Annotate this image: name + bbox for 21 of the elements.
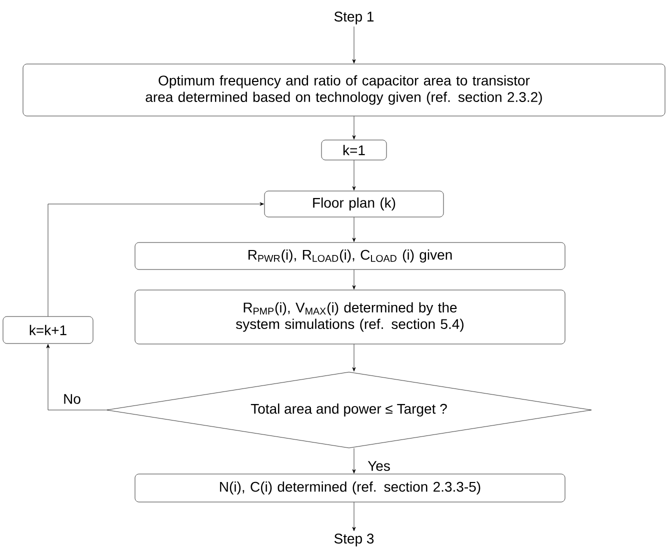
edge-label: Yes [366,460,392,472]
arrow [352,270,356,290]
step-label: Step 1 [334,12,374,24]
process-box: N(i), C(i) determined (ref. section 2.3.3-5) [134,474,566,502]
process-box: R$_{PWR}$(i), R$_{LOAD}$(i), C$_{LOAD}$ (i) given [134,242,566,270]
arrow [352,448,356,474]
process-box: Optimum frequency and ratio of capacitor area to transistor area determined based on technology given (ref. section 2.3.2) [22,64,666,116]
arrow [352,26,356,64]
process-box: k=k+1 [2,316,94,344]
arrow [46,344,106,410]
process-box: Floor plan (k) [264,190,444,218]
arrow [352,217,356,242]
process-box: k=1 [321,140,387,160]
arrow [352,116,356,140]
arrow [352,502,356,532]
arrow [48,202,264,316]
arrow [352,344,356,372]
arrow [352,160,356,190]
step-label: Step 3 [334,534,374,546]
process-box: R$_{PMP}$(i), V$_{MAX}$(i) determined by the system simulations (ref. section 5.4) [134,290,566,344]
edge-label: No [62,393,82,405]
